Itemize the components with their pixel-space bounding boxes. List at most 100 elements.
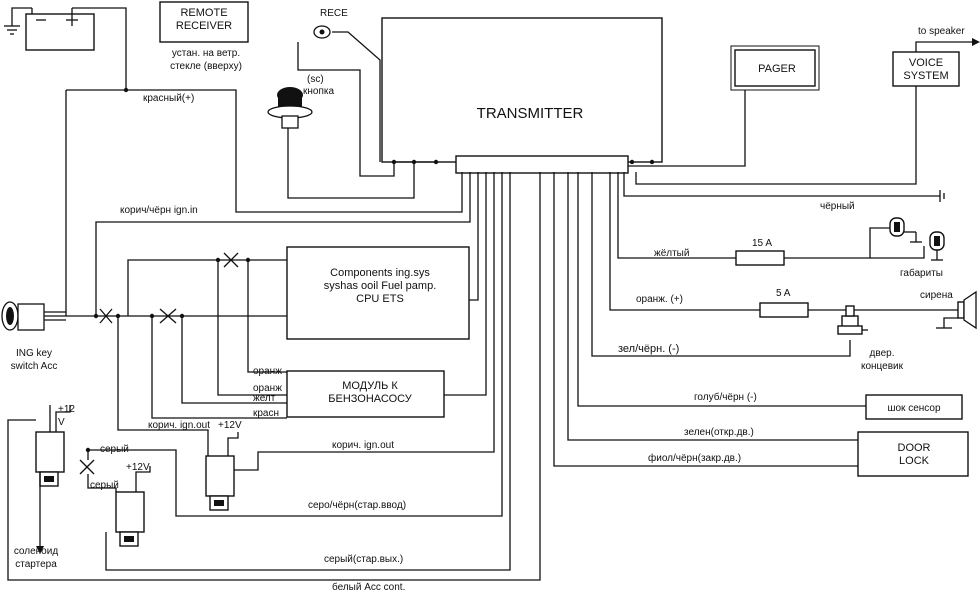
label-gabarity: габариты — [900, 267, 943, 279]
wire-components-to-tx — [469, 172, 479, 301]
wire-korich-ign-out — [234, 172, 495, 471]
wire-remote-receiver — [297, 42, 395, 177]
wire-module-to-tx — [444, 172, 487, 396]
ignition-key-icon — [1, 301, 66, 331]
node — [411, 159, 417, 165]
lamp-icon — [889, 217, 945, 261]
label-sc: (sc) — [307, 74, 324, 85]
label-sero-chern: серо/чёрн(стар.ввод) — [308, 500, 406, 511]
label-fuse-15: 15 A — [752, 238, 772, 249]
shock-sensor-box — [865, 394, 963, 420]
label-plus12v-a: +12V — [218, 420, 242, 431]
label-button: кнопка — [303, 86, 334, 97]
wire-yellow-right — [784, 227, 890, 259]
wire-voice — [635, 86, 917, 185]
wire-violet-closed — [553, 172, 858, 467]
wire-korich-ign-out-left — [117, 316, 209, 456]
wire-seryi — [87, 474, 117, 492]
wire-oranzh — [247, 260, 287, 373]
label-orange: оранж. (+) — [636, 294, 683, 305]
arrow-to-speaker — [972, 38, 980, 46]
label-fuse-5: 5 A — [776, 288, 791, 299]
wire-green-open — [567, 172, 858, 441]
wire-yellow — [617, 172, 736, 259]
wire-zhelt — [181, 316, 287, 404]
label-receiver-note: устан. на ветр.стекле (вверху) — [170, 48, 242, 72]
components-box — [286, 246, 470, 340]
node — [85, 447, 91, 453]
node — [649, 159, 655, 165]
node — [93, 313, 99, 319]
remote-receiver-box — [159, 1, 249, 43]
label-blue-black: голуб/чёрн (-) — [694, 391, 757, 403]
node — [433, 159, 439, 165]
wire-yellow-right2 — [870, 246, 925, 259]
transmitter-box — [381, 17, 663, 163]
wire-white-acc — [7, 172, 541, 581]
pager-box — [734, 49, 816, 87]
label-krasn: красн — [253, 408, 279, 419]
door-switch-icon — [837, 305, 868, 335]
node — [391, 159, 397, 165]
label-to-speaker: to speaker — [918, 26, 965, 37]
label-green-black: зел/чёрн. (-) — [618, 343, 679, 355]
node — [123, 87, 129, 93]
wire-green-black — [591, 172, 851, 357]
relay-grey-icon — [115, 466, 151, 547]
label-korich-ign-out-left: корич. ign.out — [148, 420, 210, 431]
wire-components-upper — [127, 259, 287, 316]
siren-icon — [936, 290, 977, 330]
wire-blue-black — [577, 172, 866, 407]
label-brown-ign-in: корич/чёрн ign.in — [120, 205, 198, 216]
button-knopka-icon — [267, 87, 313, 129]
door-lock-box — [857, 431, 969, 477]
label-oranzh: оранж — [253, 366, 282, 377]
wire-pager — [628, 90, 746, 167]
wire-brown-ign-in — [95, 172, 471, 316]
arrow-solenoid — [36, 546, 44, 554]
label-seryi2: серый — [90, 480, 119, 491]
wire-krasn — [151, 316, 287, 419]
transmitter-label: TRANSMITTER — [477, 105, 584, 122]
transmitter-connector — [455, 155, 629, 174]
fuse-5a — [759, 302, 809, 318]
cut-mark — [99, 252, 239, 324]
label-korich-ign-out: корич. ign.out — [332, 440, 394, 451]
label-yellow: жёлтый — [654, 248, 689, 259]
battery-icon — [4, 7, 127, 90]
label-white-acc: белый Acc cont. — [332, 581, 405, 593]
fuel-module-box — [286, 370, 445, 418]
label-siren: сирена — [920, 290, 953, 301]
wire-red-plus — [66, 89, 463, 213]
label-zhelt: желт — [253, 393, 276, 404]
wire-button — [287, 128, 415, 199]
wire-rece — [332, 31, 381, 162]
node — [629, 159, 635, 165]
wire-sero-chern — [87, 172, 503, 517]
label-seryi: серый — [100, 444, 129, 455]
wire-grey-out — [105, 172, 511, 571]
label-red: красный(+) — [143, 93, 194, 104]
wire-to-speaker — [915, 41, 976, 52]
wire-oranzh2 — [217, 260, 287, 396]
label-door-switch: двер.концевик — [861, 348, 904, 372]
label-plus12v-b: +12V — [126, 462, 150, 473]
wire-orange — [609, 172, 760, 311]
label-oranzh2: оранж — [253, 383, 282, 394]
fuse-15a — [735, 250, 785, 266]
label-black: чёрный — [820, 201, 855, 212]
label-grey-out: серый(стар.вых.) — [324, 554, 403, 565]
pager-label: PAGER — [758, 63, 796, 75]
pager-box-outer — [730, 45, 820, 91]
relay-ign-out-icon — [205, 432, 239, 511]
label-green-open: зелен(откр.дв.) — [684, 427, 754, 438]
cut-mark — [79, 459, 95, 475]
